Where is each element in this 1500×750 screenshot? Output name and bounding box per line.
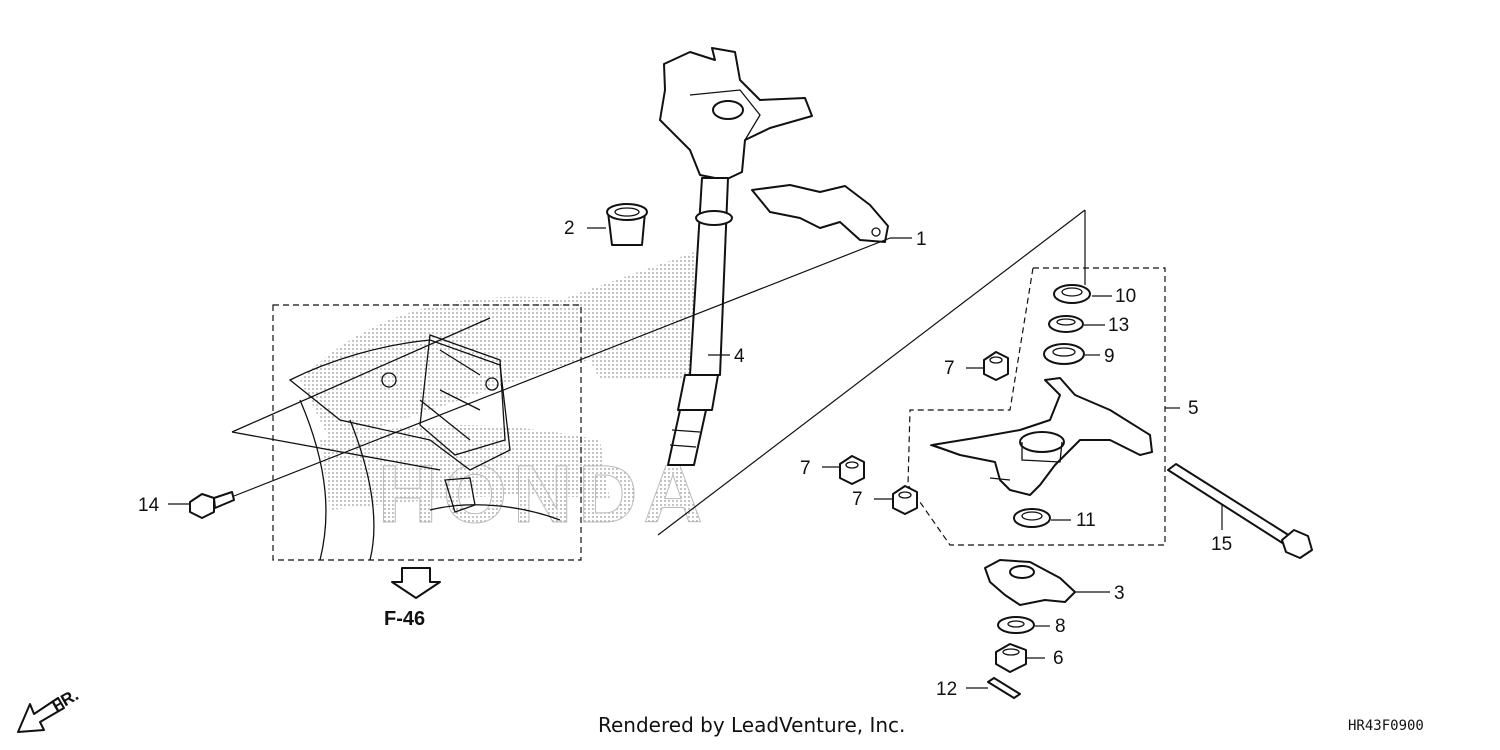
part-5-arm-assembly[interactable] [929,377,1153,496]
callout-1: 1 [916,229,927,250]
callout-14: 14 [138,495,160,516]
part-7-nut-lower[interactable] [892,485,918,515]
part-12-pin[interactable] [987,677,1021,699]
part-7-nut-middle[interactable] [839,455,865,485]
reference-arrow[interactable]: F-46 [384,567,441,630]
callout-4: 4 [734,346,745,367]
leader-lines [168,227,1223,689]
callout-7-lower: 7 [852,489,863,510]
callout-8: 8 [1055,616,1066,637]
part-14-bolt[interactable] [189,491,235,519]
callout-9: 9 [1104,346,1115,367]
part-10-seal[interactable] [1053,284,1091,304]
frame-reference-box [231,304,582,561]
callout-11: 11 [1076,510,1096,531]
part-11-seal[interactable] [1013,508,1051,528]
callout-10: 10 [1115,286,1136,307]
assembly-outline-5 [657,209,1166,546]
callout-labels: 1 2 3 4 5 6 7 7 7 8 9 10 11 12 13 14 15 [138,218,1232,700]
front-direction-indicator: FR. [17,685,82,733]
part-4-steering-shaft[interactable] [659,47,813,466]
callout-12: 12 [936,679,957,700]
callout-6: 6 [1053,648,1064,669]
part-2-seal[interactable] [606,203,648,246]
callout-3: 3 [1114,583,1125,604]
callout-2: 2 [564,218,575,239]
watermark-text: HONDA [378,449,709,540]
part-15-bolt[interactable] [1167,463,1313,559]
part-7-nut-upper[interactable] [983,351,1009,381]
part-13-bearing[interactable] [1048,315,1084,333]
callout-5: 5 [1188,398,1199,419]
callout-15: 15 [1211,534,1232,555]
part-9-bearing[interactable] [1043,343,1085,365]
diagram-code: HR43F0900 [1348,718,1424,734]
honda-watermark: HONDA [300,250,709,541]
reference-label: F-46 [384,608,425,630]
part-1-holder[interactable] [751,184,889,243]
footer-credit: Rendered by LeadVenture, Inc. [598,713,905,737]
part-3-arm[interactable] [984,559,1076,606]
callout-13: 13 [1108,315,1129,336]
callout-7-upper: 7 [944,358,955,379]
callout-7-middle: 7 [800,458,811,479]
part-8-washer[interactable] [997,616,1035,634]
part-6-nut[interactable] [995,643,1027,673]
